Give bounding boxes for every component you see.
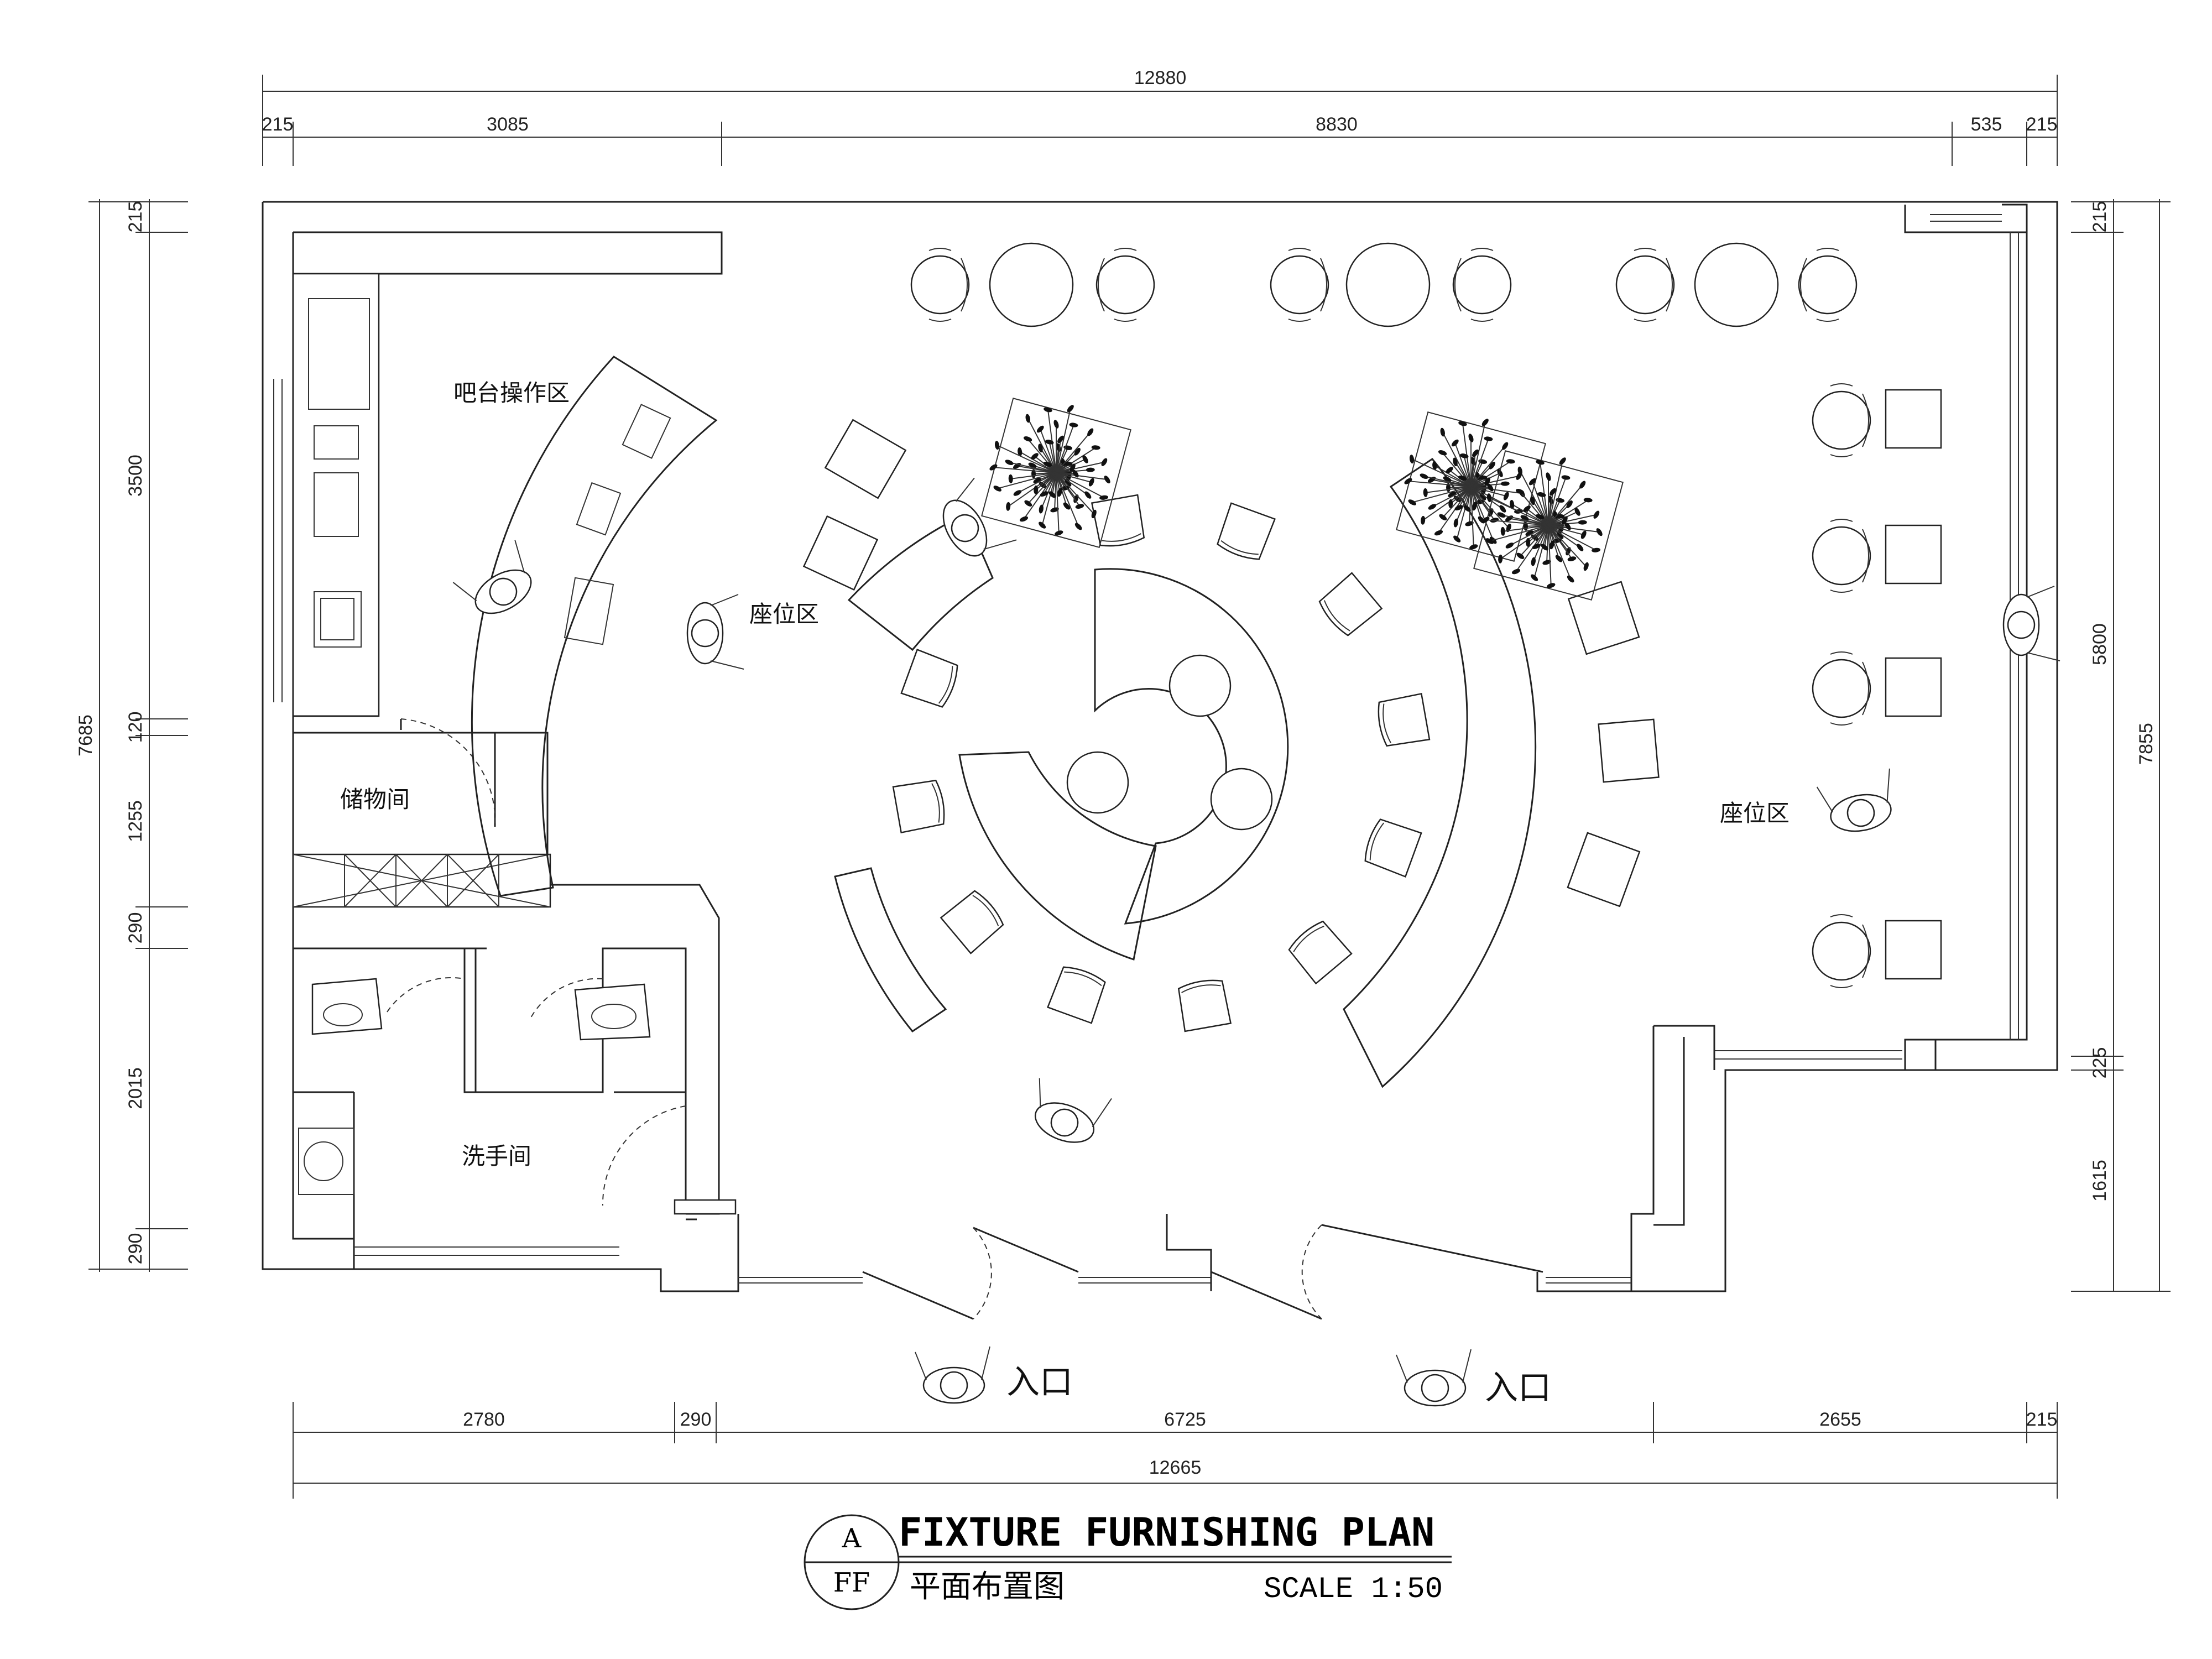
dim-left-seg-5: 290: [125, 912, 146, 944]
chair-icon: [1270, 248, 1329, 322]
stool-icon: [1177, 979, 1232, 1032]
top-dimension-lines: 12880 215 3085 8830 535 215: [262, 67, 2058, 166]
dim-right-seg-3: 225: [2089, 1047, 2110, 1079]
person-icon: [942, 477, 1017, 557]
plan-scale: SCALE 1:50: [1264, 1573, 1443, 1606]
plan-title: FIXTURE FURNISHING PLAN: [899, 1510, 1434, 1555]
chair-icon: [1812, 914, 1871, 988]
dim-left-seg-3: 120: [125, 712, 146, 743]
stool-icon: [1091, 494, 1145, 547]
entrance-label-1: 入口: [1006, 1363, 1073, 1402]
dim-right-seg-1: 215: [2089, 201, 2110, 233]
dim-bottom-seg-2: 290: [680, 1409, 712, 1430]
chair-icon: [1812, 519, 1871, 593]
person-icon: [1396, 1349, 1472, 1407]
dim-left-seg-6: 2015: [125, 1067, 146, 1109]
chair-icon: [1452, 248, 1512, 322]
chair-icon: [1615, 248, 1675, 322]
person-icon: [1816, 768, 1892, 832]
top-tables: [989, 242, 1779, 327]
stool-icon: [940, 890, 1004, 954]
people-figures: [452, 477, 2060, 1407]
stool-icon: [1364, 818, 1422, 878]
left-dimension-lines: 7685 215 3500 120 1255 290 2015 290: [75, 199, 188, 1272]
dim-right-seg-4: 1615: [2089, 1160, 2110, 1202]
room-label-restroom: 洗手间: [462, 1142, 531, 1170]
person-icon: [1034, 1078, 1112, 1143]
bar-counter: [471, 356, 718, 897]
plant-2-icon: [1396, 411, 1624, 601]
interior-walls: [292, 273, 737, 1239]
dim-bottom-seg-4: 2655: [1819, 1409, 1861, 1430]
dim-left-seg-2: 3500: [125, 455, 146, 497]
dim-top-seg-4: 535: [1971, 114, 2002, 135]
right-tables: [1885, 389, 1942, 980]
dim-top-seg-3: 8830: [1316, 114, 1358, 135]
person-icon: [686, 594, 744, 670]
room-label-seating-left: 座位区: [749, 601, 819, 628]
bubble-bottom-label: FF: [833, 1567, 870, 1598]
chair-icon: [1095, 248, 1155, 322]
stool-icon: [1288, 920, 1353, 985]
dim-right-seg-2: 5800: [2089, 623, 2110, 665]
stool-icon: [900, 649, 958, 708]
exterior-walls: [262, 201, 2058, 1320]
plant-1-icon: [981, 398, 1131, 548]
person-icon: [2002, 586, 2060, 661]
chair-icon: [1812, 383, 1871, 457]
stool-icon: [1318, 572, 1383, 637]
central-stools: [892, 494, 1431, 1032]
dim-bottom-total: 12665: [1149, 1457, 1202, 1478]
dim-bottom-seg-1: 2780: [463, 1409, 505, 1430]
person-icon: [915, 1346, 990, 1404]
chair-icon: [910, 248, 970, 322]
arc-side-tables: [802, 419, 1660, 907]
right-chairs: [1812, 383, 1871, 988]
stool-icon: [1217, 502, 1276, 560]
storage-shelves: [293, 854, 551, 907]
dim-bottom-seg-5: 215: [2026, 1409, 2058, 1430]
room-label-bar: 吧台操作区: [453, 379, 570, 406]
dim-right-total: 7855: [2136, 723, 2157, 765]
dim-left-seg-1: 215: [125, 201, 146, 233]
dim-top-seg-2: 3085: [487, 114, 529, 135]
dim-top-total: 12880: [1134, 67, 1187, 88]
plan-subtitle: 平面布置图: [910, 1569, 1065, 1605]
bottom-dimension-lines: 2780 290 6725 2655 215 12665: [293, 1402, 2058, 1499]
person-icon: [452, 540, 532, 614]
title-block: A FF FIXTURE FURNISHING PLAN 平面布置图 SCALE…: [804, 1510, 1452, 1610]
dim-left-total: 7685: [75, 714, 96, 757]
stool-icon: [1378, 692, 1431, 747]
stool-icon: [892, 779, 945, 834]
room-label-storage: 储物间: [340, 786, 410, 813]
dim-top-seg-5: 215: [2026, 114, 2058, 135]
dim-top-seg-1: 215: [262, 114, 294, 135]
stool-icon: [1047, 966, 1106, 1024]
chair-icon: [1798, 248, 1858, 322]
dim-left-seg-4: 1255: [125, 800, 146, 842]
entrance-label-2: 入口: [1485, 1369, 1551, 1407]
dim-bottom-seg-3: 6725: [1164, 1409, 1206, 1430]
chair-icon: [1812, 651, 1871, 726]
room-label-seating-right: 座位区: [1720, 800, 1790, 827]
dim-left-seg-7: 290: [125, 1233, 146, 1265]
top-chairs: [910, 248, 1858, 322]
right-dimension-lines: 215 5800 225 1615 7855: [2071, 199, 2171, 1292]
bubble-top-label: A: [842, 1523, 862, 1554]
